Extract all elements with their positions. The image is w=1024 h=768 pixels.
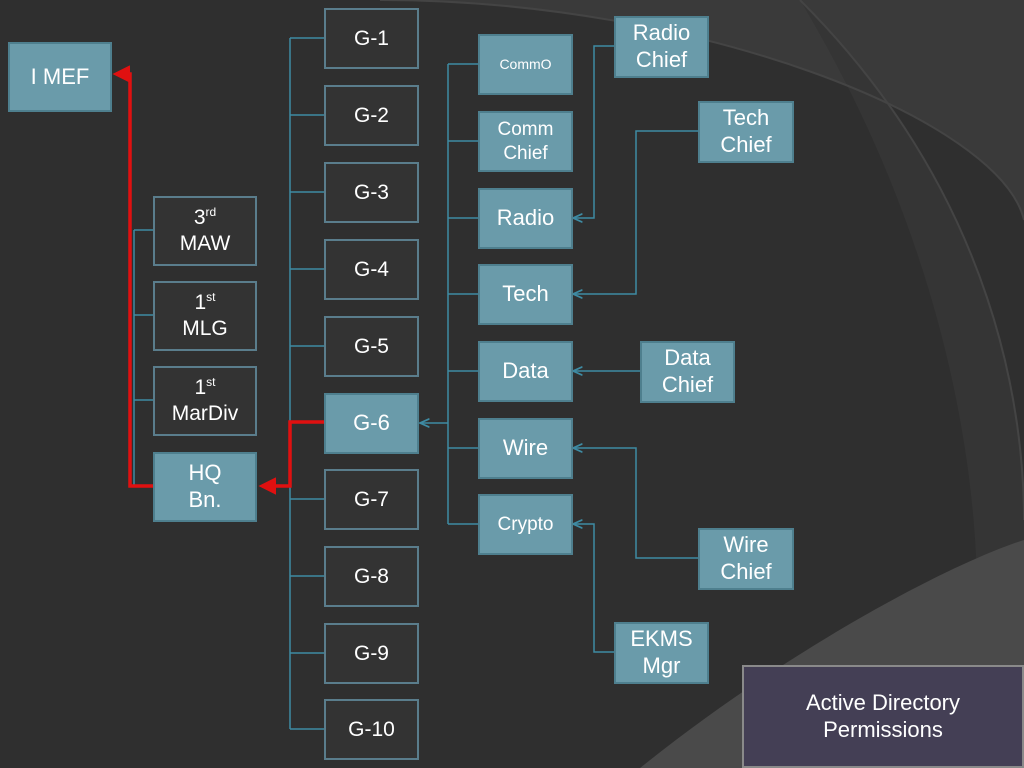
g9-label: G-9 [353, 641, 389, 665]
tech-label: Tech [502, 281, 549, 307]
mardiv-label: MarDiv [171, 402, 239, 425]
hq-bn-line1: HQ [188, 460, 222, 486]
maw-number: 3 [193, 206, 206, 230]
active-directory-callout: Active Directory Permissions [742, 665, 1024, 768]
i-mef-label: I MEF [30, 63, 90, 89]
i-mef-box: I MEF [8, 42, 112, 112]
ekms-mgr-label: EKMS Mgr [630, 626, 693, 678]
g7-label: G-7 [353, 487, 389, 511]
maw-ordinal: rd [205, 205, 217, 220]
chief-connectors [573, 45, 698, 653]
g1-label: G-1 [353, 26, 389, 50]
hq-bn-line2: Bn. [188, 487, 222, 512]
crypto-box: Crypto [478, 494, 573, 555]
radio-label: Radio [496, 205, 555, 231]
tech-box: Tech [478, 264, 573, 325]
mlg-ordinal: st [206, 290, 216, 305]
g2-box: G-2 [324, 85, 419, 146]
g3-label: G-3 [353, 180, 389, 204]
ekms-mgr-box: EKMS Mgr [614, 622, 709, 684]
data-chief-label: Data Chief [661, 345, 714, 397]
g3-box: G-3 [324, 162, 419, 223]
mardiv-box: 1st MarDiv [153, 366, 257, 436]
hq-bn-box: HQ Bn. [153, 452, 257, 522]
g8-box: G-8 [324, 546, 419, 607]
wire-label: Wire [502, 435, 549, 461]
callout-line2: Permissions [823, 716, 943, 742]
crypto-label: Crypto [497, 513, 554, 535]
g5-box: G-5 [324, 316, 419, 377]
mlg-box: 1st MLG [153, 281, 257, 351]
g8-label: G-8 [353, 564, 389, 588]
data-label: Data [502, 358, 549, 384]
radio-box: Radio [478, 188, 573, 249]
mardiv-ordinal: st [206, 375, 216, 390]
radio-chief-label: Radio Chief [632, 20, 691, 72]
staff-connectors [289, 37, 324, 730]
g7-box: G-7 [324, 469, 419, 530]
g2-label: G-2 [353, 103, 389, 127]
g5-label: G-5 [353, 334, 389, 358]
g6-box: G-6 [324, 393, 419, 454]
wire-chief-box: Wire Chief [698, 528, 794, 590]
g6-connectors [420, 63, 478, 525]
maw-label: MAW [179, 232, 231, 255]
mlg-label: MLG [182, 317, 228, 340]
mardiv-number: 1 [194, 376, 207, 400]
g10-box: G-10 [324, 699, 419, 760]
tech-chief-box: Tech Chief [698, 101, 794, 163]
highlight-path [112, 65, 325, 495]
wire-box: Wire [478, 418, 573, 479]
commo-box: CommO [478, 34, 573, 95]
tech-chief-label: Tech Chief [720, 105, 772, 157]
callout-line1: Active Directory [805, 689, 961, 715]
data-chief-box: Data Chief [640, 341, 735, 403]
data-box: Data [478, 341, 573, 402]
mlg-number: 1 [194, 291, 207, 315]
radio-chief-box: Radio Chief [614, 16, 709, 78]
g1-box: G-1 [324, 8, 419, 69]
g10-label: G-10 [348, 717, 395, 741]
comm-chief-box: Comm Chief [478, 111, 573, 172]
comm-chief-label: Comm Chief [497, 119, 554, 164]
g6-label: G-6 [353, 410, 390, 436]
commo-label: CommO [499, 55, 552, 72]
maw-box: 3rd MAW [153, 196, 257, 266]
wire-chief-label: Wire Chief [720, 532, 772, 584]
subordinate-connectors [133, 229, 153, 486]
g9-box: G-9 [324, 623, 419, 684]
g4-box: G-4 [324, 239, 419, 300]
g4-label: G-4 [353, 257, 389, 281]
